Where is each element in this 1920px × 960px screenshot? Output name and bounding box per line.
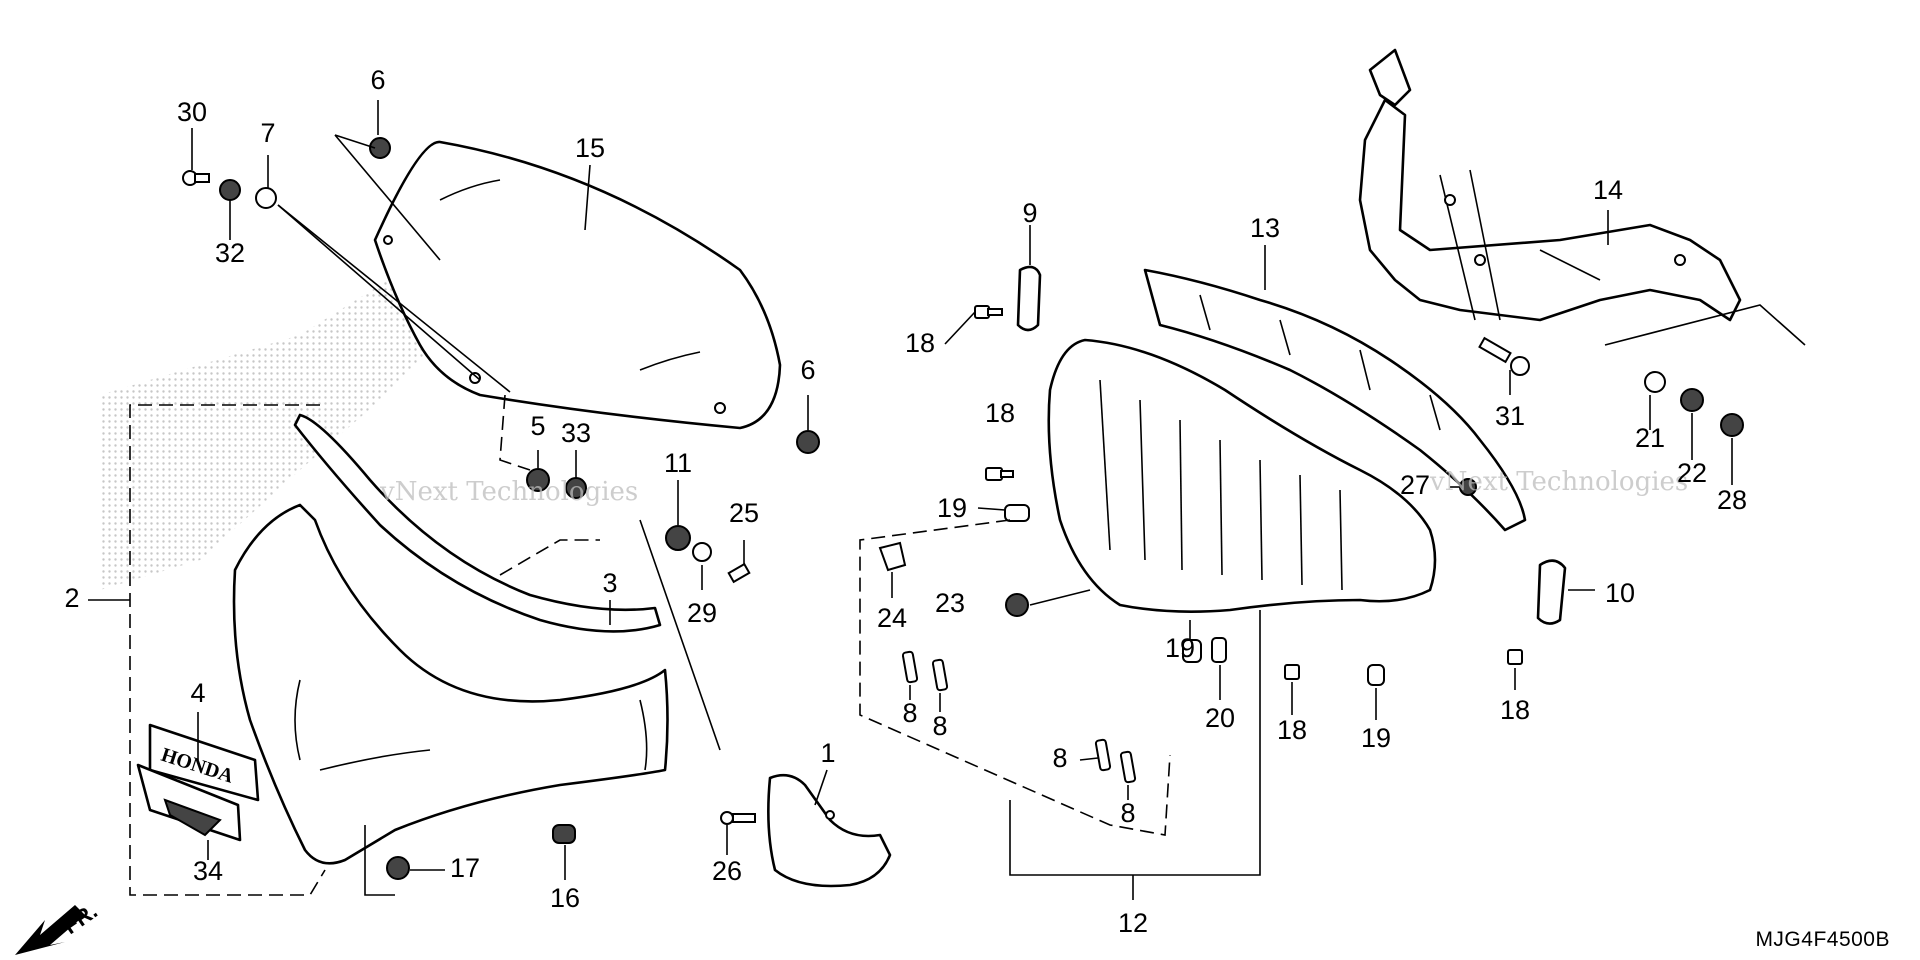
callout-c6b[interactable]: 6 [800,355,815,385]
callout-c19c[interactable]: 19 [1361,723,1391,753]
watermark-left: vNext Technologies [379,477,638,507]
callout-c7[interactable]: 7 [260,118,275,148]
inner-panel[interactable] [767,773,892,888]
inner-rack[interactable] [1143,268,1527,532]
callout-c34[interactable]: 34 [193,856,223,886]
callout-c23[interactable]: 23 [935,588,965,618]
watermark-right: vNext Technologies [1429,467,1688,497]
callout-c22[interactable]: 22 [1677,458,1707,488]
callout-c5[interactable]: 5 [530,411,545,441]
callout-c8d[interactable]: 8 [1120,798,1135,828]
leader-lines [88,100,1806,900]
bracket-10[interactable] [1536,559,1567,625]
callout-c9[interactable]: 9 [1022,198,1037,228]
inner-cover[interactable] [1047,338,1437,613]
callout-c11[interactable]: 11 [664,448,692,478]
callout-c13[interactable]: 13 [1250,213,1280,243]
cowl-stay[interactable] [1358,48,1742,322]
callout-c24[interactable]: 24 [877,603,907,633]
callout-c19b[interactable]: 19 [1165,633,1195,663]
callout-c18a[interactable]: 18 [905,328,935,358]
callout-c19a[interactable]: 19 [937,493,967,523]
svg-text:vNext Technologies: vNext Technologies [379,477,638,507]
wing-badge[interactable] [136,763,242,842]
callout-c8a[interactable]: 8 [902,698,917,728]
front-direction-arrow: FR. [15,898,102,955]
callout-c21[interactable]: 21 [1635,423,1665,453]
windscreen[interactable] [373,140,782,430]
callout-c27[interactable]: 27 [1400,470,1430,500]
callout-c16[interactable]: 16 [550,883,580,913]
callout-c31[interactable]: 31 [1495,401,1525,431]
callout-c18d[interactable]: 18 [1500,695,1530,725]
meter-visor[interactable] [293,413,662,633]
callout-c8b[interactable]: 8 [932,711,947,741]
callout-c25[interactable]: 25 [729,498,759,528]
callout-c20[interactable]: 20 [1205,703,1235,733]
diagram-code: MJG4F4500B [1755,928,1890,951]
callout-c29[interactable]: 29 [687,598,717,628]
hardware [182,137,1744,880]
callout-c8c[interactable]: 8 [1052,743,1067,773]
callout-c12[interactable]: 12 [1118,908,1148,938]
svg-text:vNext Technologies: vNext Technologies [1429,467,1688,497]
callout-c26[interactable]: 26 [712,856,742,886]
callout-c18c[interactable]: 18 [1277,715,1307,745]
callout-c2[interactable]: 2 [64,583,79,613]
callout-c15[interactable]: 15 [575,133,605,163]
callout-c28[interactable]: 28 [1717,485,1747,515]
callout-c1[interactable]: 1 [820,738,835,768]
callout-c3[interactable]: 3 [602,568,617,598]
front-marker-text: FR. [59,898,102,939]
front-cowl[interactable] [232,503,669,865]
callout-c17[interactable]: 17 [450,853,480,883]
bracket-9[interactable] [1016,265,1042,332]
callout-c4[interactable]: 4 [190,678,205,708]
callout-c30[interactable]: 30 [177,97,207,127]
callout-c10[interactable]: 10 [1605,578,1635,608]
callout-c18b[interactable]: 18 [985,398,1015,428]
callout-c32[interactable]: 32 [215,238,245,268]
callout-c14[interactable]: 14 [1593,175,1623,205]
callout-c6a[interactable]: 6 [370,65,385,95]
callout-c33[interactable]: 33 [561,418,591,448]
